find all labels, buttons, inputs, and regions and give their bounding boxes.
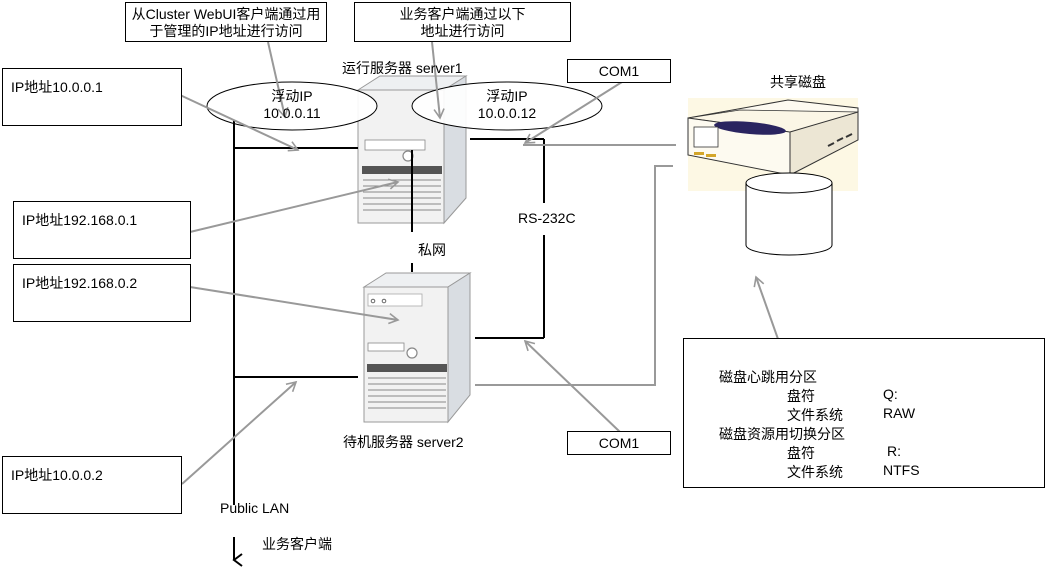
partition-1-fs-label: 文件系统	[787, 407, 843, 423]
webui-access-callout: 从Cluster WebUI客户端通过用 于管理的IP地址进行访问	[125, 2, 327, 42]
disk-cylinder-icon	[745, 172, 833, 256]
arrow-webui-callout	[267, 41, 289, 119]
partition-1-drive-label: 盘符	[787, 388, 815, 404]
arrow-com1-top	[523, 81, 623, 144]
business-access-line-1: 业务客户端通过以下	[399, 6, 526, 22]
arrow-com1-bottom	[523, 339, 621, 433]
floating-ip-1-title: 浮动IP	[271, 88, 313, 104]
floating-ip-1: 浮动IP 10.0.0.11	[247, 88, 337, 122]
partition-1-fs: RAW	[883, 405, 916, 421]
webui-access-line-1: 从Cluster WebUI客户端通过用	[131, 6, 321, 22]
ip-server2-public: IP地址10.0.0.2	[11, 467, 103, 483]
floating-ip-2: 浮动IP 10.0.0.12	[462, 88, 552, 122]
arrow-ip-10-0-0-2	[181, 380, 298, 485]
lan-label-gap	[215, 505, 253, 537]
floating-ip-1-address: 10.0.0.11	[263, 105, 321, 121]
com1-box-bottom: COM1	[567, 431, 671, 455]
disk-link-server2	[475, 165, 673, 386]
partition-2-drive: R:	[887, 443, 901, 459]
server2-label: 待机服务器 server2	[343, 434, 464, 450]
partition-2-fs-label: 文件系统	[787, 464, 843, 480]
arrow-partition-info	[753, 275, 779, 340]
private-net-label: 私网	[418, 242, 446, 258]
webui-access-line-2: 于管理的IP地址进行访问	[149, 23, 303, 39]
arrow-ip-192-168-0-2	[189, 286, 400, 325]
ip-box-server1-public: IP地址10.0.0.1	[2, 68, 182, 126]
ip-server2-private: IP地址192.168.0.2	[22, 275, 138, 291]
partition-2-fs: NTFS	[883, 462, 920, 478]
partition-1-drive: Q:	[883, 386, 898, 402]
business-client-label: 业务客户端	[262, 536, 332, 552]
floating-ip-2-ellipse	[411, 81, 603, 131]
arrow-business-callout	[431, 41, 445, 120]
public-lan-label: Public LAN	[220, 500, 290, 516]
com1-top-label: COM1	[598, 63, 640, 79]
partition-2-name: 磁盘资源用切换分区	[719, 426, 845, 442]
server1-label: 运行服务器 server1	[342, 60, 463, 76]
floating-ip-2-title: 浮动IP	[486, 88, 528, 104]
ip-box-server2-public: IP地址10.0.0.2	[2, 456, 182, 514]
ip-box-server2-private: IP地址192.168.0.2	[13, 264, 191, 322]
business-access-callout: 业务客户端通过以下 地址进行访问	[354, 2, 571, 42]
partition-2-drive-label: 盘符	[787, 445, 815, 461]
business-access-line-2: 地址进行访问	[420, 23, 505, 39]
floating-ip-1-ellipse	[206, 81, 378, 131]
arrow-ip-10-0-0-1	[179, 94, 300, 152]
partition-info-box: 磁盘心跳用分区 盘符 Q: 文件系统 RAW 磁盘资源用切换分区 盘符 R: 文…	[683, 338, 1045, 488]
shared-disk-title: 共享磁盘	[770, 74, 826, 90]
ip-server1-public: IP地址10.0.0.1	[11, 79, 103, 95]
partition-1-name: 磁盘心跳用分区	[719, 369, 817, 385]
floating-ip-2-address: 10.0.0.12	[477, 105, 537, 121]
ip-box-server1-private: IP地址192.168.0.1	[13, 201, 191, 259]
ip-server1-private: IP地址192.168.0.1	[22, 212, 138, 228]
arrow-ip-192-168-0-1	[189, 178, 400, 233]
serial-label: RS-232C	[518, 210, 576, 226]
com1-bottom-label: COM1	[598, 435, 640, 451]
server2-icon	[362, 272, 472, 424]
com1-box-top: COM1	[567, 59, 671, 83]
